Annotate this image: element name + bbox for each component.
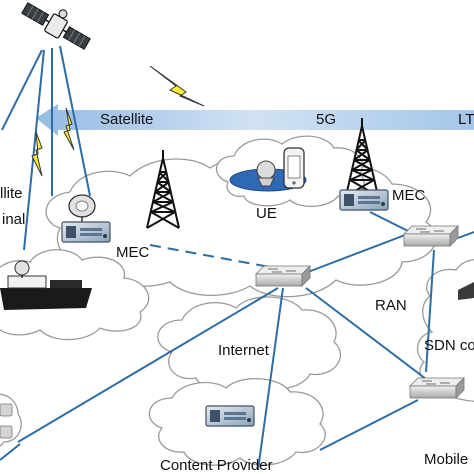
wireless-band — [36, 104, 474, 136]
server-icon — [61, 221, 111, 243]
network-links — [0, 45, 474, 471]
lightning-icon — [149, 65, 205, 107]
band-5g-label: 5G — [316, 111, 337, 128]
router-icon — [409, 377, 465, 399]
server-icon — [339, 189, 389, 211]
phone-icon — [283, 147, 305, 189]
ship-icon — [0, 260, 92, 310]
router-icon — [255, 265, 311, 287]
internet-label: Internet — [218, 342, 269, 359]
satellite-label: Satellite — [100, 111, 154, 128]
mec-right-label: MEC — [392, 187, 426, 204]
router-icon — [0, 403, 13, 439]
band-lte-label: LT — [458, 111, 474, 128]
lightning-icon — [31, 131, 43, 177]
cloud-bottom-left — [0, 393, 22, 447]
satellite-terminal-label: llite — [0, 185, 23, 202]
router-icon — [458, 282, 474, 300]
content-provider-label: Content Provider — [160, 457, 273, 474]
mec-left-label: MEC — [116, 244, 150, 261]
server-icon — [205, 405, 255, 427]
lightning-icon — [63, 107, 75, 151]
router-icon — [403, 225, 459, 247]
satellite-dish-icon — [256, 160, 276, 187]
sdn-controller-label: SDN co — [424, 337, 474, 354]
satellite-icon — [21, 2, 91, 50]
satellite-terminal-label-2: inal — [2, 211, 26, 228]
ran-label: RAN — [375, 297, 407, 314]
mobile-label: Mobile — [424, 451, 469, 468]
satellite-dish-icon — [68, 194, 96, 224]
ue-label: UE — [256, 205, 277, 222]
